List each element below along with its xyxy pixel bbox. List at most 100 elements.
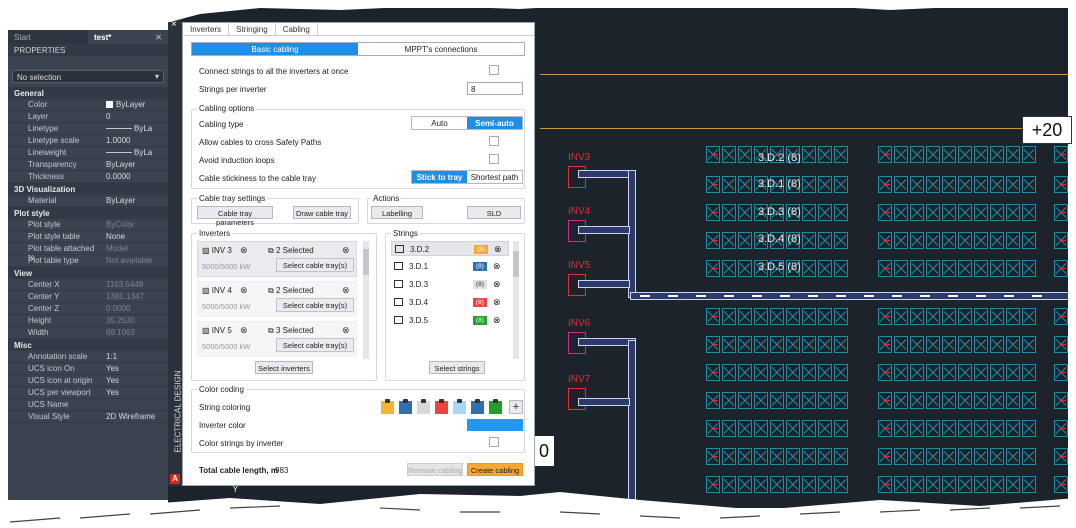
properties-section-header[interactable]: Plot style [8, 207, 168, 219]
strings-scroll-thumb[interactable] [513, 251, 519, 277]
close-icon[interactable]: ⊗ [240, 285, 248, 295]
properties-section-header[interactable]: 3D Visualization [8, 183, 168, 195]
close-icon[interactable]: ⊗ [240, 245, 248, 255]
close-icon[interactable]: ⊗ [493, 279, 501, 289]
inverter-card[interactable]: ▨ INV 3⊗5000/5000 kW⧉ 2 Selected⊗Select … [197, 241, 357, 277]
string-row[interactable]: 3.D.1(8)⊗ [391, 259, 509, 274]
tab-inverters[interactable]: Inverters [183, 23, 230, 35]
property-row[interactable]: UCS Name [8, 399, 168, 411]
pv-module [786, 448, 800, 465]
color-by-inverter-checkbox[interactable] [489, 437, 499, 447]
string-color-swatch[interactable] [435, 399, 448, 414]
pv-module [926, 392, 940, 409]
properties-section-header[interactable]: Misc [8, 339, 168, 351]
select-cable-trays-button[interactable]: Select cable tray(s) [276, 258, 354, 272]
cabling-type-semi-auto[interactable]: Semi-auto [467, 117, 522, 129]
remove-cabling-button[interactable]: Remove cabling [407, 463, 463, 476]
basic-cabling-tab[interactable]: Basic cabling [192, 43, 358, 55]
tab-test[interactable]: test*✕ [88, 30, 168, 44]
close-icon[interactable]: × [171, 19, 177, 30]
properties-section-header[interactable]: View [8, 267, 168, 279]
connect-all-checkbox[interactable] [489, 65, 499, 75]
pv-module [770, 176, 784, 193]
mppt-connections-tab[interactable]: MPPT's connections [404, 45, 478, 54]
close-icon[interactable]: ✕ [155, 33, 162, 42]
string-color-swatch[interactable] [417, 399, 430, 414]
property-key: Layer [28, 112, 49, 121]
pv-module [942, 260, 956, 277]
string-row[interactable]: 3.D.5(8)⊗ [391, 313, 509, 328]
string-color-swatch[interactable] [471, 399, 484, 414]
select-cable-trays-button[interactable]: Select cable tray(s) [276, 298, 354, 312]
close-icon[interactable]: ⊗ [493, 261, 501, 271]
string-color-swatch[interactable] [489, 399, 502, 414]
shortest-path-option[interactable]: Shortest path [470, 173, 519, 182]
select-cable-trays-button[interactable]: Select cable tray(s) [276, 338, 354, 352]
pv-module [754, 232, 768, 249]
close-icon[interactable]: ⊗ [342, 325, 350, 335]
tab-start[interactable]: Start [14, 33, 31, 42]
inverter-scrollbar[interactable] [363, 241, 369, 359]
tab-stringing[interactable]: Stringing [229, 23, 276, 35]
avoid-loops-checkbox[interactable] [489, 154, 499, 164]
tray-segment [836, 295, 846, 297]
close-icon[interactable]: ⊗ [342, 285, 350, 295]
close-icon[interactable]: ⊗ [493, 315, 501, 325]
close-icon[interactable]: ⊗ [342, 245, 350, 255]
inverter-card[interactable]: ▨ INV 5⊗5000/5000 kW⧉ 3 Selected⊗Select … [197, 321, 357, 357]
string-row[interactable]: 3.D.3(8)⊗ [391, 277, 509, 292]
sld-button[interactable]: SLD [467, 206, 521, 219]
strings-scrollbar[interactable] [513, 241, 519, 359]
string-row[interactable]: 3.D.4(8)⊗ [391, 295, 509, 310]
properties-section-header[interactable]: General [8, 87, 168, 99]
add-color-button[interactable]: + [509, 400, 523, 414]
string-row[interactable]: 3.D.2(8)⊗ [391, 241, 509, 256]
labelling-button[interactable]: Labelling [371, 206, 423, 219]
string-color-swatch[interactable] [399, 399, 412, 414]
string-color-swatch[interactable] [381, 399, 394, 414]
strings-per-inverter-input[interactable]: 8 [467, 82, 523, 95]
pv-module [926, 476, 940, 493]
pv-module [818, 308, 832, 325]
select-inverters-button[interactable]: Select inverters [255, 361, 313, 374]
tab-cabling[interactable]: Cabling [275, 23, 318, 35]
string-color-swatch[interactable] [453, 399, 466, 414]
stick-to-tray-option[interactable]: Stick to tray [412, 171, 467, 183]
inverter-card[interactable]: ▨ INV 4⊗5000/5000 kW⧉ 2 Selected⊗Select … [197, 281, 357, 317]
allow-cables-checkbox[interactable] [489, 136, 499, 146]
inverter-color-picker[interactable] [467, 419, 523, 431]
inverter-scroll-thumb[interactable] [363, 249, 369, 275]
close-icon[interactable]: ⊗ [240, 325, 248, 335]
close-icon[interactable]: ⊗ [494, 244, 502, 254]
select-strings-button[interactable]: Select strings [429, 361, 485, 374]
cable-tray-parameters-button[interactable]: Cable tray parameters [197, 206, 273, 227]
selection-dropdown[interactable]: No selection▾ [12, 70, 164, 83]
close-icon[interactable]: ⊗ [493, 297, 501, 307]
create-cabling-button[interactable]: Create cabling [467, 463, 523, 476]
string-marker [884, 372, 890, 373]
draw-cable-tray-button[interactable]: Draw cable tray [293, 206, 351, 219]
cabling-type-auto[interactable]: Auto [431, 119, 448, 128]
